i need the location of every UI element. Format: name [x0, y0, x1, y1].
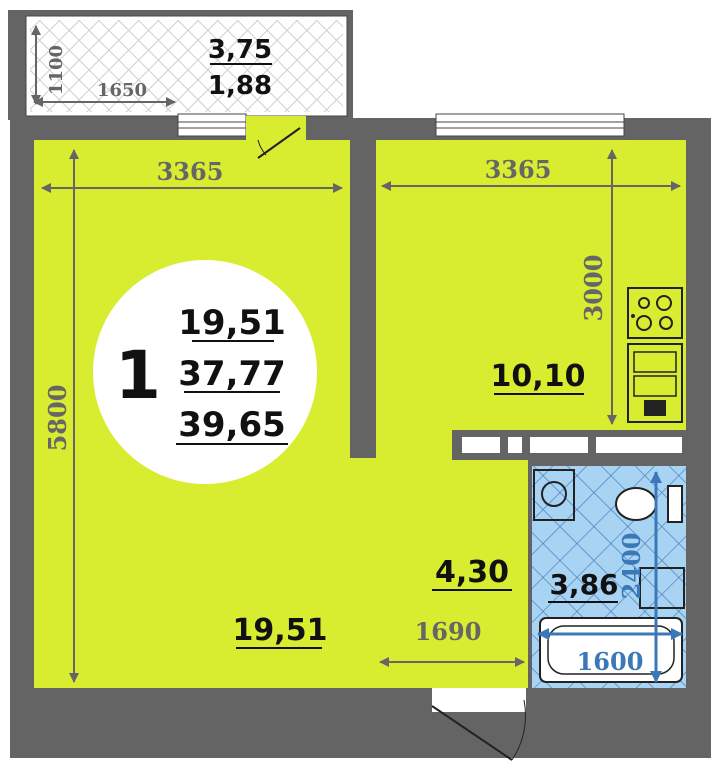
hallway-width-label: 1690: [415, 617, 482, 646]
kitchen-area: 10,10: [491, 359, 586, 394]
sink: [627, 343, 683, 423]
balcony: [8, 10, 353, 120]
bathroom-width-label: 1600: [577, 647, 644, 676]
hallway-floor: [350, 458, 528, 688]
kitchen-window: [435, 113, 625, 137]
kitchen-width-label: 3365: [485, 155, 552, 184]
balcony-area-reduced: 1,88: [208, 71, 272, 101]
kitchen-length-label: 3000: [579, 255, 608, 322]
washbasin: [639, 567, 685, 609]
living-room-window: [177, 113, 247, 137]
balcony-area: 3,75: [208, 35, 272, 65]
toilet: [615, 485, 683, 523]
balcony-height-label: 1100: [46, 45, 67, 95]
bathroom-length-label: 2400: [617, 533, 646, 600]
washing-machine: [533, 469, 575, 521]
apartment-summary-badge: [93, 260, 317, 484]
balcony-door: [246, 116, 306, 159]
bathroom-area: 3,86: [549, 568, 618, 601]
entrance-door: [431, 688, 526, 761]
living-room-area: 19,51: [233, 613, 328, 648]
summary-living-area: 19,51: [178, 303, 286, 343]
living-room-length-label: 5800: [43, 385, 72, 452]
balcony-width-label: 1650: [97, 80, 147, 101]
stove: [627, 287, 683, 339]
hallway-area: 4,30: [435, 555, 509, 590]
summary-total-area: 37,77: [178, 354, 286, 394]
rooms-count: 1: [115, 337, 161, 414]
living-room-width-label: 3365: [157, 157, 224, 186]
summary-total-area-with-balcony: 39,65: [178, 405, 286, 445]
